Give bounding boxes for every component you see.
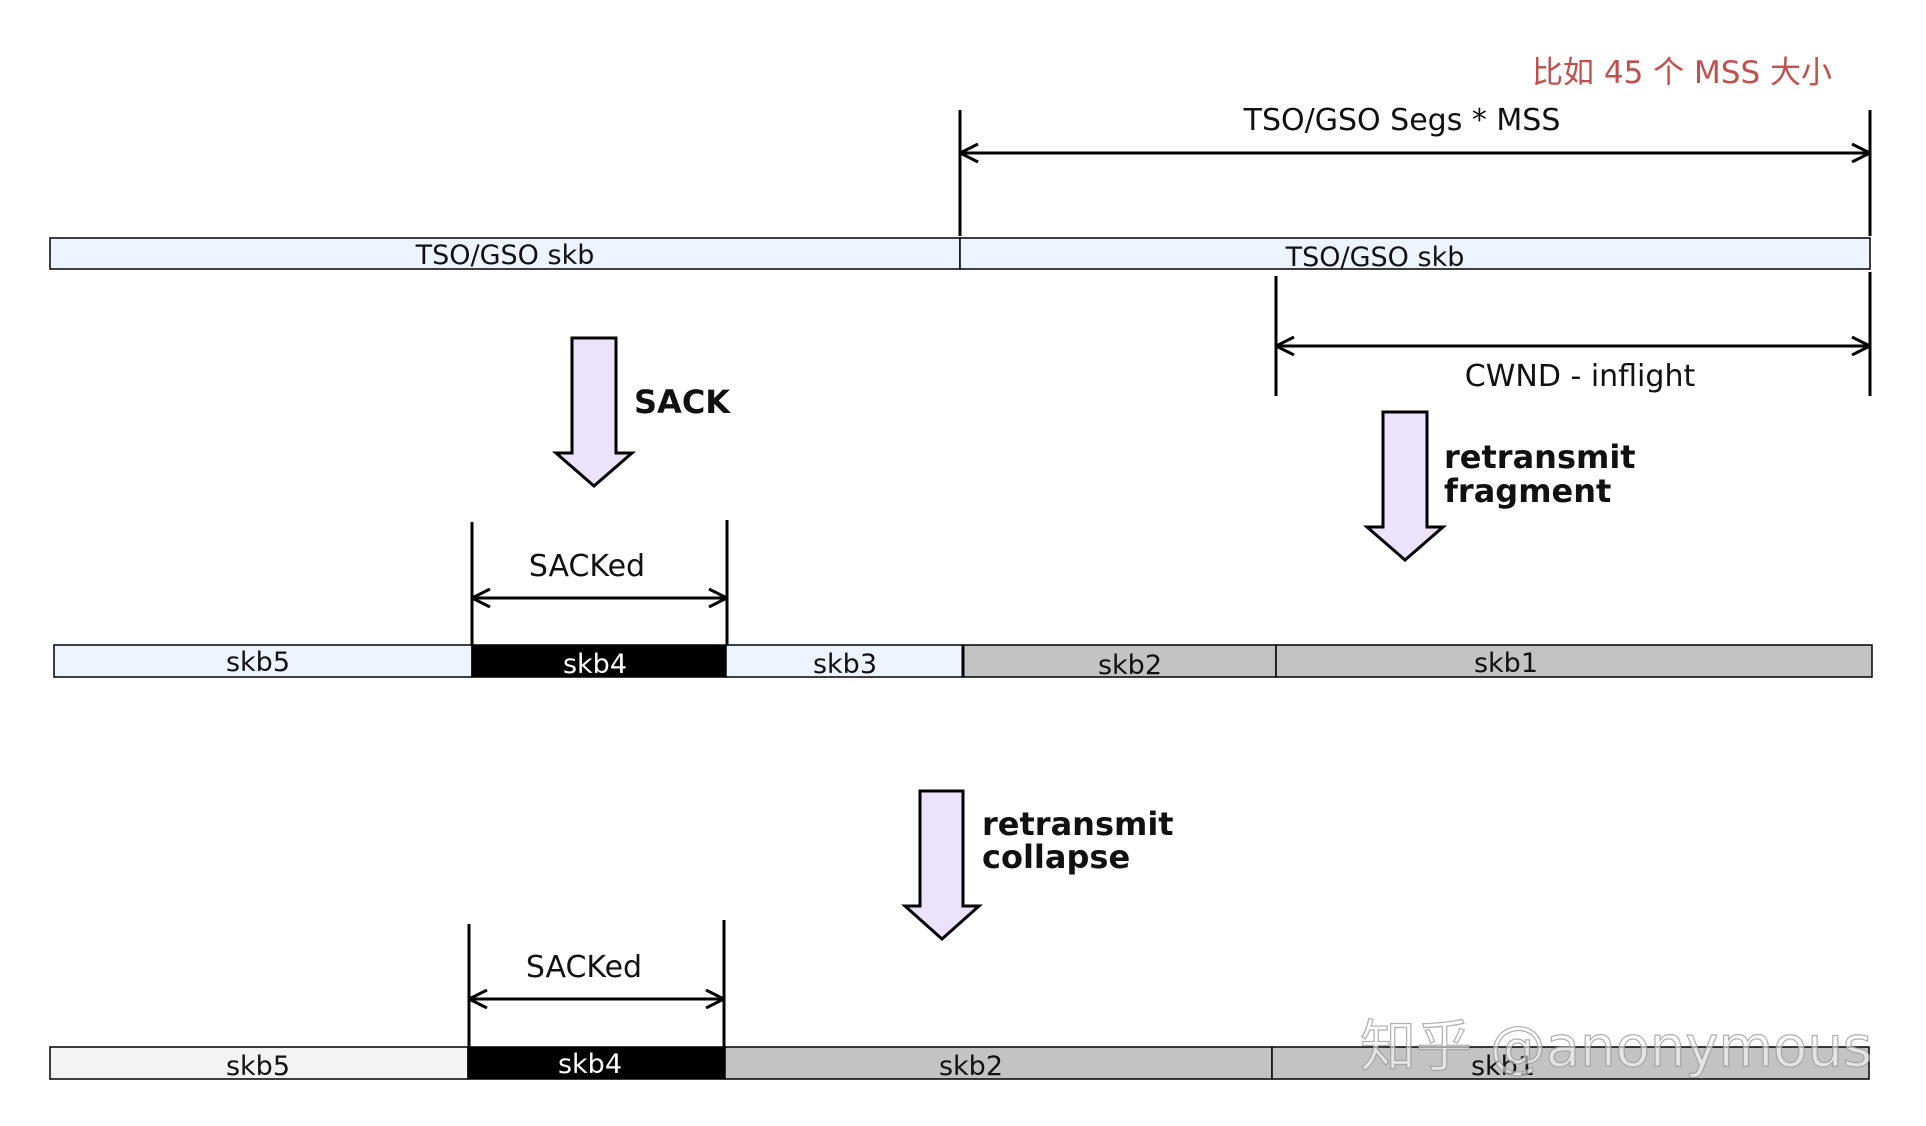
- middle-skb4-label: skb4: [563, 649, 627, 680]
- bottom-skb5-label: skb5: [226, 1051, 290, 1082]
- middle-skb3: [725, 644, 964, 678]
- sack-label: SACK: [634, 383, 731, 421]
- bottom-sacked-dimension: SACKed: [467, 920, 726, 1047]
- middle-skb5-label: skb5: [226, 647, 290, 678]
- retransmit-fragment-label-line1: retransmit: [1444, 438, 1636, 476]
- middle-skb2: [962, 644, 1277, 678]
- cwnd-dimension: CWND - inflight: [1274, 272, 1872, 396]
- size-note: 比如 45 个 MSS 大小: [1532, 55, 1832, 91]
- bottom-skb1-label: skb1: [1471, 1051, 1535, 1082]
- bottom-skb5: [49, 1046, 469, 1080]
- bottom-skb4: [467, 1046, 726, 1080]
- bottom-skb2-label: skb2: [939, 1051, 1003, 1082]
- sack-step: SACK: [551, 336, 731, 488]
- retransmit-fragment-label-line2: fragment: [1444, 472, 1611, 510]
- middle-skb2-label: skb2: [1098, 650, 1162, 681]
- tso-gso-skb-left-label: TSO/GSO skb: [415, 240, 595, 271]
- retransmit-collapse-down-arrow: [901, 789, 983, 942]
- tso-gso-skb-left: [49, 237, 961, 270]
- cwnd-label: CWND - inflight: [1465, 359, 1696, 394]
- retransmit-fragment-step: retransmit fragment: [1362, 410, 1636, 562]
- middle-sacked-dimension: SACKed: [470, 520, 729, 645]
- watermark: 知乎 @anonymous: [1360, 1015, 1872, 1080]
- retransmit-collapse-step: retransmit collapse: [901, 789, 1174, 942]
- middle-skb1-label: skb1: [1474, 648, 1538, 679]
- middle-skb3-label: skb3: [813, 649, 877, 680]
- tso-gso-row: TSO/GSO skb TSO/GSO skb: [49, 237, 1871, 273]
- bottom-skb4-label: skb4: [558, 1049, 622, 1080]
- retransmit-collapse-label-line1: retransmit: [982, 805, 1174, 843]
- middle-skb4: [471, 644, 727, 678]
- bottom-skb1: [1271, 1046, 1870, 1080]
- middle-skb1: [1275, 644, 1873, 678]
- middle-skb-row: skb5 skb4 skb3 skb2 skb1: [53, 644, 1873, 681]
- bottom-skb-row: skb5 skb4 skb2 skb1: [49, 1046, 1870, 1082]
- tso-segs-dimension: TSO/GSO Segs * MSS: [958, 103, 1872, 236]
- middle-sacked-label: SACKed: [529, 549, 645, 584]
- retransmit-fragment-down-arrow: [1362, 410, 1448, 562]
- bottom-sacked-label: SACKed: [526, 950, 642, 985]
- tso-segs-label: TSO/GSO Segs * MSS: [1243, 103, 1561, 138]
- bottom-skb2: [724, 1046, 1273, 1080]
- tso-gso-skb-right: [959, 237, 1871, 270]
- retransmit-collapse-label-line2: collapse: [982, 838, 1130, 876]
- tso-gso-skb-right-label: TSO/GSO skb: [1285, 242, 1465, 273]
- sack-down-arrow: [551, 336, 637, 488]
